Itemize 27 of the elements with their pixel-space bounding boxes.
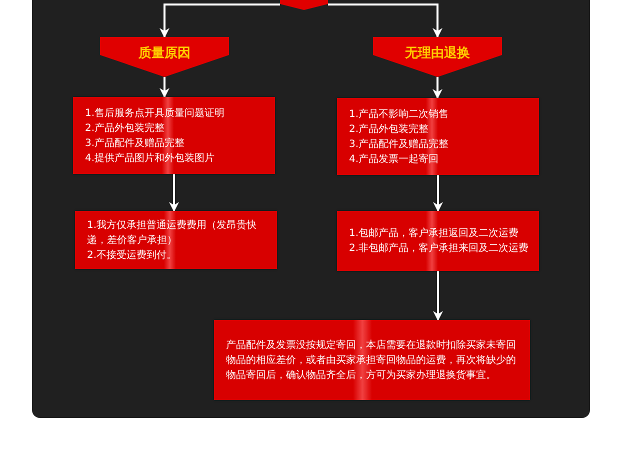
arrow (160, 77, 170, 98)
banner-title: 质量原因 (138, 46, 190, 63)
condition-text: 1.包邮产品，客户承担返回及二次运费 (349, 226, 520, 241)
condition-text: 产品配件及发票没按规定寄回，本店需要在退款时扣除买家未寄回物品的相应差价，或者由买家承担寄回物品的运费，再次将缺少的物品寄回后，确认物品齐全后，方可为买家办理退换货事宜。 (226, 338, 517, 382)
banner-title: 无理由退换 (405, 46, 470, 63)
condition-text: 1.售后服务点开具质量问题证明 (85, 106, 226, 120)
process-box (337, 98, 539, 175)
condition-text: 3.产品配件及赠品完整 (349, 138, 450, 152)
condition-text: 1.产品不影响二次销售 (349, 108, 450, 122)
condition-text: 4.提供产品图片和外包装图片 (85, 152, 216, 166)
condition-text: 3.产品配件及赠品完整 (85, 136, 186, 150)
condition-text: 2.不接受运费到付。 (87, 248, 178, 262)
arrow (433, 175, 443, 212)
condition-text: 4.产品发票一起寄回 (349, 152, 440, 166)
arrow (328, 4, 442, 38)
process-box (75, 211, 277, 269)
arrow (160, 4, 280, 38)
arrow (433, 271, 443, 321)
condition-text: 1.我方仅承担普通运费费用（发昂贵快递，差价客户承担） (87, 218, 258, 248)
arrow (432, 77, 442, 99)
process-box (337, 211, 539, 271)
process-box (73, 97, 275, 174)
condition-text: 2.产品外包装完整 (349, 122, 430, 136)
condition-text: 2.产品外包装完整 (85, 122, 166, 136)
arrow (169, 174, 179, 212)
process-box (214, 320, 530, 400)
condition-text: 2.非包邮产品，客户承担来回及二次运费 (349, 242, 530, 256)
